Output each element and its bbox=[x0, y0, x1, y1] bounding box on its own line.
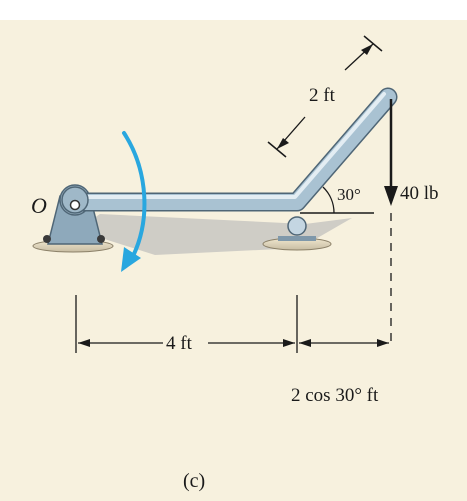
force-arrowhead-icon bbox=[384, 186, 398, 206]
angle-arc bbox=[322, 186, 335, 214]
dim-inclined-tick-upper bbox=[363, 35, 383, 52]
angle-label: 30° bbox=[337, 185, 361, 204]
roller-wheel bbox=[287, 216, 307, 236]
dim-inclined-tick-lower bbox=[267, 141, 287, 158]
support-bolt-right bbox=[97, 235, 105, 243]
support-bolt-left bbox=[43, 235, 51, 243]
moment-arrowhead-icon bbox=[121, 247, 141, 272]
roller-support bbox=[262, 216, 332, 251]
dim-projection-label: 2 cos 30° ft bbox=[291, 385, 379, 406]
force-label: 40 lb bbox=[400, 183, 439, 204]
support-label-o: O bbox=[31, 193, 47, 218]
moment-arc bbox=[122, 131, 147, 264]
dim-inclined-arrow-lower-icon bbox=[277, 138, 289, 149]
roller-plate bbox=[278, 236, 316, 241]
dim-4ft-arrow-left-icon bbox=[78, 339, 90, 347]
dim-horizontal-label: 4 ft bbox=[166, 333, 193, 354]
dim-4ft-arrow-right-icon bbox=[283, 339, 295, 347]
dim-inclined-arrow-upper-icon bbox=[361, 44, 373, 55]
figure-caption: (c) bbox=[183, 470, 205, 492]
dim-inclined-label: 2 ft bbox=[309, 85, 336, 106]
bent-member-highlight bbox=[78, 92, 386, 199]
dim-projection-arrow-left-icon bbox=[299, 339, 311, 347]
panel-background bbox=[0, 20, 467, 501]
pin-hole-icon bbox=[69, 199, 81, 211]
bent-member-fill bbox=[70, 89, 396, 210]
dim-projection-arrow-right-icon bbox=[377, 339, 389, 347]
